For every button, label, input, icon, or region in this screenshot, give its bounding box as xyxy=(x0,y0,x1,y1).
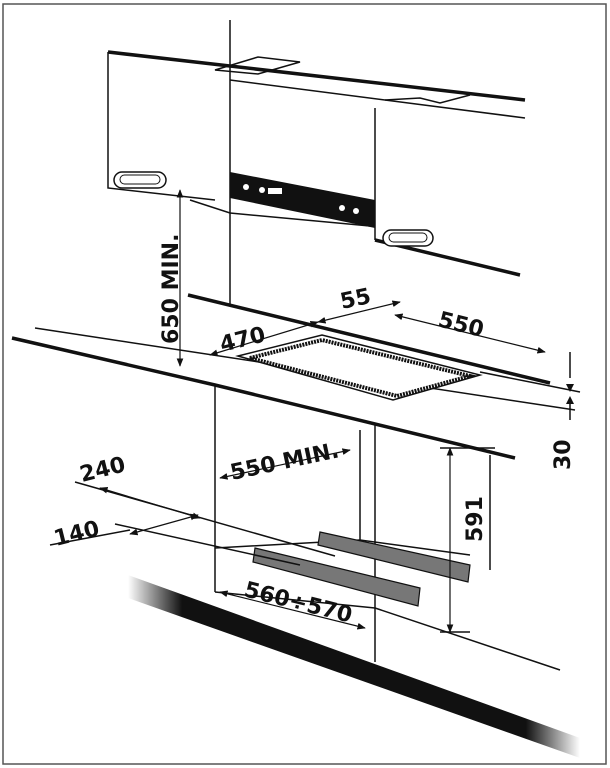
dim-line-140 xyxy=(129,513,199,536)
dim-line-550 xyxy=(394,313,546,354)
dimension-lines xyxy=(49,189,574,633)
frame-border xyxy=(2,3,607,765)
dim-line-240 xyxy=(99,486,201,520)
label-550-min: 550 MIN. xyxy=(228,438,341,485)
dim-line-470 xyxy=(209,320,319,357)
label-240: 240 xyxy=(77,452,128,487)
cabinet-bracket xyxy=(230,172,375,228)
label-650-min: 650 MIN. xyxy=(159,234,184,344)
label-30: 30 xyxy=(551,439,576,470)
wall-cabinet xyxy=(107,20,526,305)
label-560-570: 560÷570 xyxy=(242,578,355,629)
dim-line-560-570 xyxy=(219,590,366,630)
label-550: 550 xyxy=(436,308,487,343)
support-rail-rear xyxy=(317,531,471,583)
label-140: 140 xyxy=(51,516,102,551)
label-591: 591 xyxy=(463,496,488,542)
floor-band xyxy=(128,575,580,758)
dim-line-55 xyxy=(317,300,401,324)
label-55: 55 xyxy=(338,284,373,315)
dim-line-550-min xyxy=(219,448,351,480)
support-rail-front xyxy=(252,547,421,607)
worktop xyxy=(11,293,581,460)
